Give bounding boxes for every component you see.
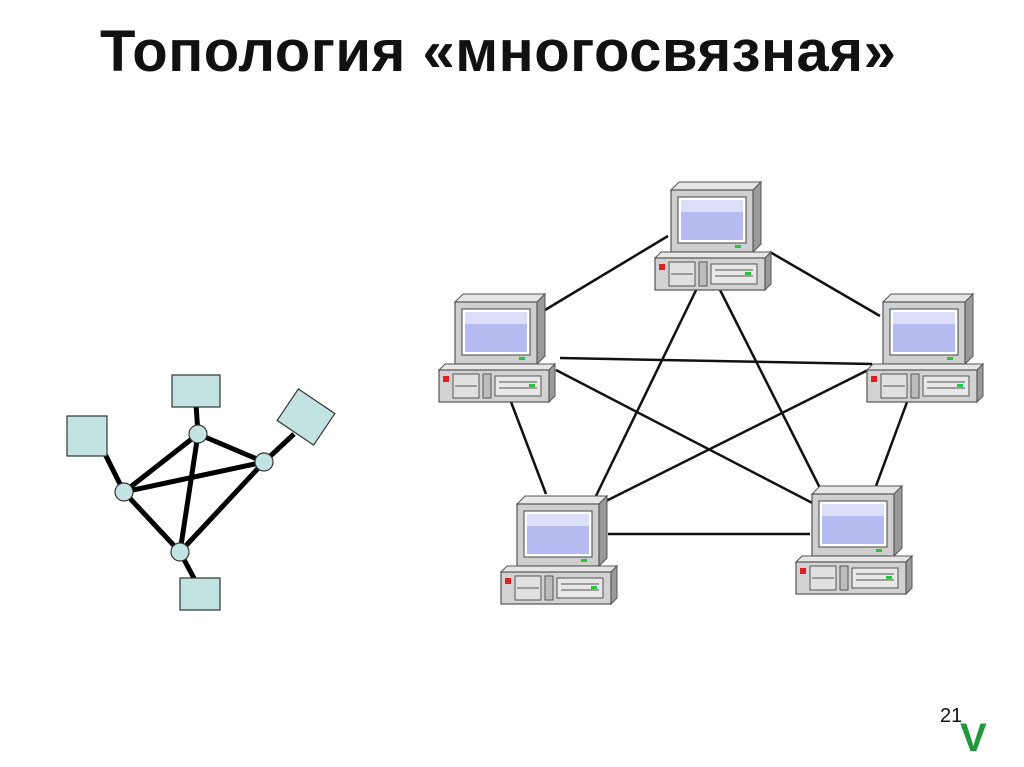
schematic-link bbox=[178, 460, 266, 554]
network-link bbox=[595, 368, 869, 508]
schematic-terminal bbox=[66, 415, 108, 457]
network-links bbox=[506, 234, 912, 536]
schematic-node bbox=[188, 424, 208, 444]
schematic-node bbox=[114, 482, 134, 502]
schematic-terminal bbox=[276, 388, 336, 446]
network-link bbox=[714, 281, 824, 493]
page-number: 21 bbox=[940, 705, 963, 727]
schematic-link bbox=[122, 432, 200, 494]
network-link bbox=[506, 393, 548, 495]
next-slide-button[interactable]: V bbox=[960, 716, 987, 760]
computer-icon-bottom-left bbox=[500, 495, 618, 605]
network-computers bbox=[438, 181, 984, 605]
network-link bbox=[592, 281, 702, 501]
schematic-link bbox=[197, 431, 265, 465]
computer-icon-left bbox=[438, 293, 556, 403]
network-link bbox=[544, 234, 669, 312]
schematic-node bbox=[170, 542, 190, 562]
network-link bbox=[769, 250, 881, 318]
schematic-link bbox=[177, 433, 201, 553]
schematic-terminal bbox=[179, 577, 221, 611]
computer-icon-top bbox=[654, 181, 772, 291]
schematic-node bbox=[254, 452, 274, 472]
slide-title: Топология «многосвязная» bbox=[100, 19, 897, 84]
network-link bbox=[555, 368, 823, 510]
schematic-link bbox=[123, 459, 265, 495]
network-link bbox=[559, 356, 873, 366]
network-link bbox=[874, 393, 912, 487]
computer-icon-right bbox=[866, 293, 984, 403]
computer-icon-bottom-right bbox=[795, 485, 913, 595]
schematic-terminal bbox=[171, 374, 221, 408]
schematic-link bbox=[122, 490, 182, 554]
schematic-topology bbox=[66, 374, 336, 611]
